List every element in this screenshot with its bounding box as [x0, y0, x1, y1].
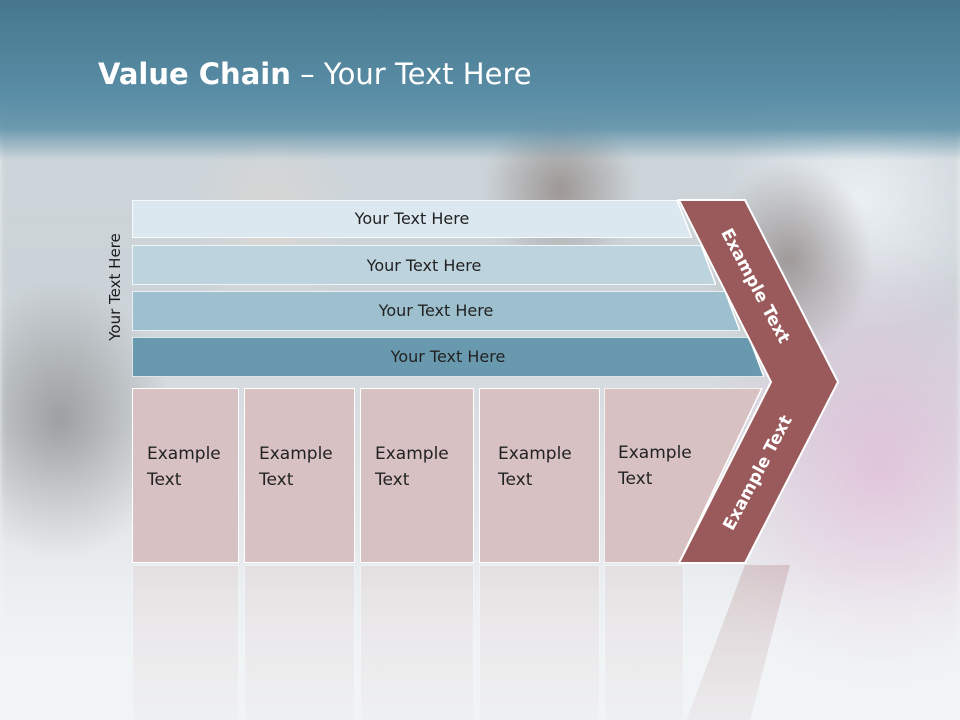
box-2-line2: Text	[259, 470, 294, 490]
bar-4-label: Your Text Here	[390, 347, 506, 366]
box-2-line1: Example	[259, 444, 333, 464]
box-1-line1: Example	[147, 444, 221, 464]
example-box-5[interactable]: Example Text	[604, 388, 763, 563]
bar-2-label: Your Text Here	[366, 256, 482, 275]
title-bold: Value Chain	[98, 57, 291, 91]
box-3-line2: Text	[375, 470, 410, 490]
example-box-2[interactable]: Example Text	[244, 388, 355, 563]
box-1-line2: Text	[147, 470, 182, 490]
box-3-line1: Example	[375, 444, 449, 464]
box-4-line1: Example	[498, 444, 572, 464]
example-box-3[interactable]: Example Text	[360, 388, 474, 563]
box-4-line2: Text	[498, 470, 533, 490]
bar-1-label: Your Text Here	[354, 209, 470, 228]
bar-3-label: Your Text Here	[378, 301, 494, 320]
box-5-line1: Example	[618, 443, 692, 463]
bar-3[interactable]: Your Text Here	[132, 291, 740, 331]
bar-4[interactable]: Your Text Here	[132, 337, 764, 377]
example-box-1[interactable]: Example Text	[132, 388, 239, 563]
box-5-line2: Text	[618, 469, 653, 489]
bar-1[interactable]: Your Text Here	[132, 200, 692, 238]
example-box-4[interactable]: Example Text	[479, 388, 600, 563]
header-band	[0, 0, 960, 160]
bar-2[interactable]: Your Text Here	[132, 245, 716, 285]
slide-title: Value Chain – Your Text Here	[98, 52, 532, 96]
title-rest: – Your Text Here	[290, 57, 532, 91]
